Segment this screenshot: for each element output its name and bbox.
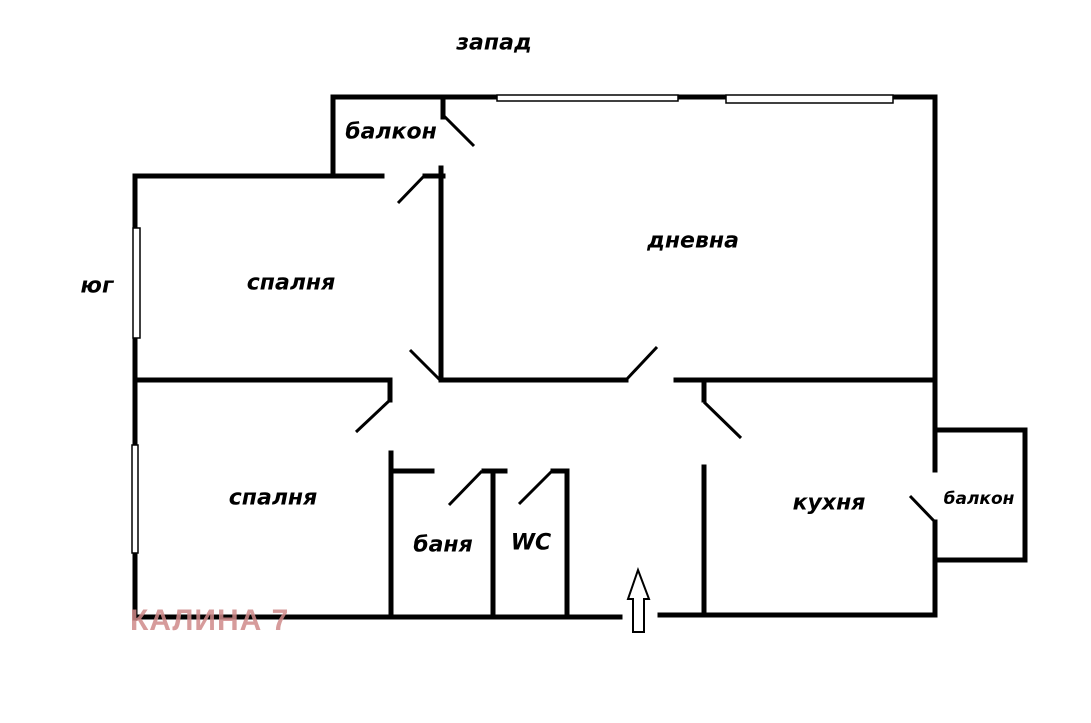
door-bedroom2	[354, 398, 392, 434]
room-label-balcony-top: балкон	[345, 119, 437, 145]
room-label-balcony-right: балкон	[943, 489, 1015, 509]
room-label-bedroom-2: спалня	[228, 485, 318, 511]
room-label-living-room: дневна	[647, 228, 739, 254]
door-bedroom1-bottom	[408, 348, 442, 382]
door-swings	[354, 113, 937, 524]
walls	[132, 94, 1028, 621]
room-label-bedroom-1: спалня	[246, 270, 336, 296]
watermark: КАЛИНА 7	[130, 604, 290, 637]
door-balcony-top	[441, 113, 476, 148]
window-top-1	[496, 94, 679, 102]
door-bathroom	[447, 469, 484, 507]
door-kitchen	[702, 400, 743, 440]
window-top-2	[725, 94, 894, 104]
room-label-bathroom: баня	[413, 532, 473, 558]
windows	[131, 94, 894, 554]
door-wc	[517, 469, 554, 506]
door-balcony-right	[908, 494, 937, 524]
window-south-2	[131, 444, 139, 554]
window-south-1	[132, 227, 141, 339]
door-living	[624, 345, 659, 382]
entrance-arrow-icon	[626, 567, 651, 633]
orientation-west: запад	[456, 30, 532, 56]
room-label-wc: WC	[510, 530, 552, 556]
room-label-kitchen: кухня	[792, 490, 866, 516]
door-bedroom1-top	[396, 173, 427, 205]
orientation-south: юг	[80, 273, 114, 299]
